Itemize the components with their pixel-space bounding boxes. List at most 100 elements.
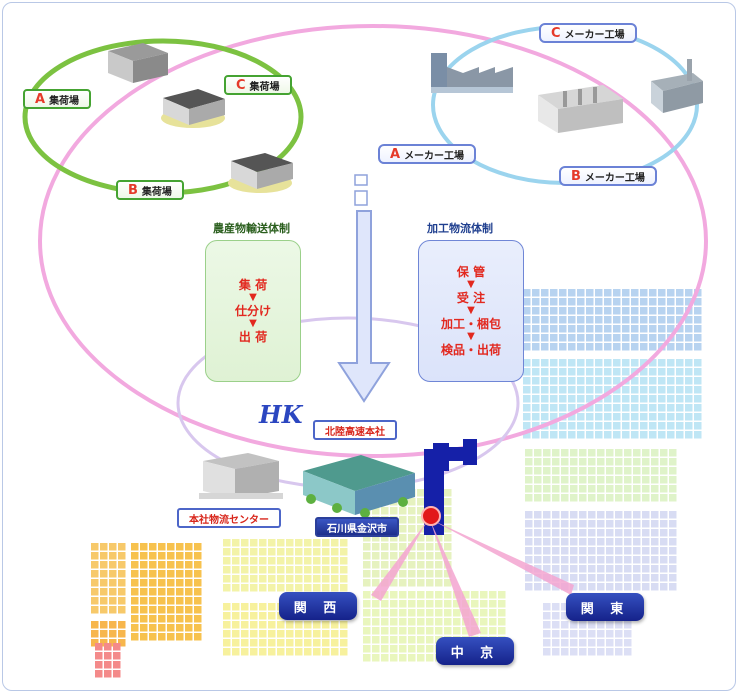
- map-tile: [176, 597, 184, 605]
- map-tile: [615, 583, 623, 591]
- map-tile: [109, 597, 117, 605]
- map-tile: [561, 556, 569, 564]
- map-tile: [561, 547, 569, 555]
- distribution-center-label: 本社物流センター: [177, 508, 281, 528]
- map-tile: [649, 325, 657, 333]
- map-tile: [660, 494, 668, 502]
- map-tile: [543, 648, 551, 656]
- map-tile: [586, 368, 594, 376]
- map-tile: [561, 467, 569, 475]
- map-tile: [363, 561, 371, 569]
- map-tile: [390, 627, 398, 635]
- map-tile: [640, 395, 648, 403]
- map-tile: [185, 579, 193, 587]
- map-tile: [363, 534, 371, 542]
- map-tile: [435, 570, 443, 578]
- map-tile: [570, 511, 578, 519]
- map-tile: [604, 298, 612, 306]
- processed-step: 加工・梱包: [440, 317, 501, 331]
- map-tile: [552, 639, 560, 647]
- factory-c-tag: C メーカー工場: [539, 23, 637, 43]
- map-tile: [489, 627, 497, 635]
- kanazawa-marker: [421, 506, 441, 526]
- map-tile: [372, 627, 380, 635]
- map-tile: [268, 557, 276, 565]
- map-tile: [651, 458, 659, 466]
- map-tile: [340, 548, 348, 556]
- map-tile: [588, 538, 596, 546]
- agri-system-panel: 集 荷 ▼ 仕分け ▼ 出 荷: [205, 240, 301, 382]
- map-tile: [615, 556, 623, 564]
- map-tile: [649, 395, 657, 403]
- map-tile: [444, 609, 452, 617]
- map-tile: [579, 449, 587, 457]
- map-tile: [541, 404, 549, 412]
- map-tile: [295, 639, 303, 647]
- map-tile: [622, 316, 630, 324]
- map-tile: [543, 458, 551, 466]
- map-tile: [91, 597, 99, 605]
- map-tile: [534, 449, 542, 457]
- map-tile: [588, 565, 596, 573]
- factory-b-tag: B メーカー工場: [559, 166, 657, 186]
- map-tile: [658, 307, 666, 315]
- map-tile: [543, 467, 551, 475]
- processed-system-panel: 保 管 ▼ 受 注 ▼ 加工・梱包 ▼ 検品・出荷: [418, 240, 524, 382]
- map-tile: [541, 359, 549, 367]
- map-tile: [658, 395, 666, 403]
- map-tile: [185, 633, 193, 641]
- map-tile: [577, 395, 585, 403]
- map-tile: [372, 609, 380, 617]
- map-tile: [559, 325, 567, 333]
- map-tile: [651, 583, 659, 591]
- map-tile: [615, 467, 623, 475]
- agri-step: 集 荷: [238, 278, 268, 292]
- map-tile: [615, 449, 623, 457]
- map-tile: [604, 307, 612, 315]
- map-tile: [523, 377, 531, 385]
- map-tile: [158, 615, 166, 623]
- map-tile: [194, 624, 202, 632]
- factory-icon: [431, 53, 513, 93]
- map-tile: [176, 615, 184, 623]
- map-tile: [131, 624, 139, 632]
- map-tile: [417, 654, 425, 662]
- map-tile: [399, 543, 407, 551]
- map-tile: [100, 606, 108, 614]
- map-tile: [268, 539, 276, 547]
- map-tile: [417, 570, 425, 578]
- map-tile: [606, 630, 614, 638]
- map-tile: [631, 422, 639, 430]
- map-tile: [223, 648, 231, 656]
- map-tile: [372, 645, 380, 653]
- map-tile: [525, 511, 533, 519]
- map-tile: [588, 583, 596, 591]
- map-tile: [118, 597, 126, 605]
- map-tile: [597, 648, 605, 656]
- map-tile: [390, 579, 398, 587]
- map-tile: [250, 648, 258, 656]
- factory-label: メーカー工場: [404, 150, 465, 162]
- map-tile: [331, 575, 339, 583]
- map-tile: [140, 579, 148, 587]
- map-tile: [588, 458, 596, 466]
- map-tile: [444, 570, 452, 578]
- map-tile: [322, 548, 330, 556]
- map-tile: [532, 289, 540, 297]
- map-tile: [579, 520, 587, 528]
- map-tile: [399, 525, 407, 533]
- map-tile: [667, 307, 675, 315]
- map-tile: [390, 561, 398, 569]
- map-tile: [606, 485, 614, 493]
- factory-label: メーカー工場: [564, 29, 625, 41]
- hq-label: 北陸高速本社: [313, 420, 397, 440]
- map-tile: [444, 579, 452, 587]
- map-tile: [408, 609, 416, 617]
- map-tile: [435, 579, 443, 587]
- map-tile: [597, 547, 605, 555]
- map-tile: [550, 377, 558, 385]
- map-tile: [640, 431, 648, 439]
- map-tile: [685, 368, 693, 376]
- map-tile: [532, 316, 540, 324]
- map-tile: [559, 334, 567, 342]
